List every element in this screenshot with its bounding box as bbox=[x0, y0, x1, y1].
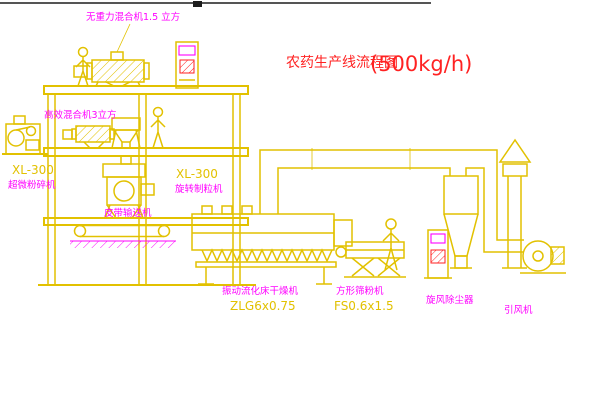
label-dryer-name: 振动流化床干燥机 bbox=[222, 285, 299, 297]
rotary-granulator bbox=[102, 155, 155, 219]
label-belt-conveyor: 皮带输送机 bbox=[104, 207, 152, 219]
viewport-border bbox=[0, 1, 431, 7]
exhaust-duct bbox=[259, 148, 524, 253]
label-sieve-model: FS0.6x1.5 bbox=[334, 299, 394, 313]
building-frame bbox=[38, 85, 256, 286]
label-mill-model: XL-300 bbox=[12, 163, 54, 177]
drawing-capacity: (500kg/h) bbox=[370, 52, 472, 76]
cyclone-separator bbox=[443, 175, 479, 269]
induced-draft-fan bbox=[520, 240, 566, 274]
ultrafine-mill bbox=[2, 115, 48, 155]
feed-hopper-unit bbox=[111, 117, 141, 149]
worker-figure-mid bbox=[150, 106, 166, 149]
worker-figure-ground bbox=[382, 218, 400, 271]
foundation-hatch bbox=[70, 241, 176, 248]
label-sieve-name: 方形筛粉机 bbox=[336, 285, 384, 297]
label-mill-name: 超微粉碎机 bbox=[8, 179, 56, 191]
gravity-free-mixer bbox=[73, 23, 150, 87]
label-fan: 引风机 bbox=[504, 304, 533, 316]
label-high-efficiency-mixer: 高效混合机3立方 bbox=[44, 109, 117, 121]
label-cyclone: 旋风除尘器 bbox=[426, 294, 474, 306]
drawing-title: 农药生产线流程图 bbox=[286, 55, 398, 71]
label-gravity-mixer: 无重力混合机1.5 立方 bbox=[86, 11, 180, 23]
exhaust-stack bbox=[498, 138, 532, 269]
control-cabinet-ground bbox=[424, 229, 452, 279]
label-granulator-name: 旋转制粒机 bbox=[175, 183, 223, 195]
belt-conveyor bbox=[70, 224, 176, 248]
label-granulator-model: XL-300 bbox=[176, 167, 218, 181]
labels: 无重力混合机1.5 立方 高效混合机3立方 XL-300 超微粉碎机 XL-30… bbox=[8, 11, 533, 316]
control-cabinet-top bbox=[175, 41, 199, 89]
square-sieve bbox=[335, 241, 406, 278]
fluid-bed-dryer bbox=[191, 205, 353, 285]
high-efficiency-mixer bbox=[62, 125, 115, 149]
label-dryer-model: ZLG6x0.75 bbox=[230, 299, 296, 313]
